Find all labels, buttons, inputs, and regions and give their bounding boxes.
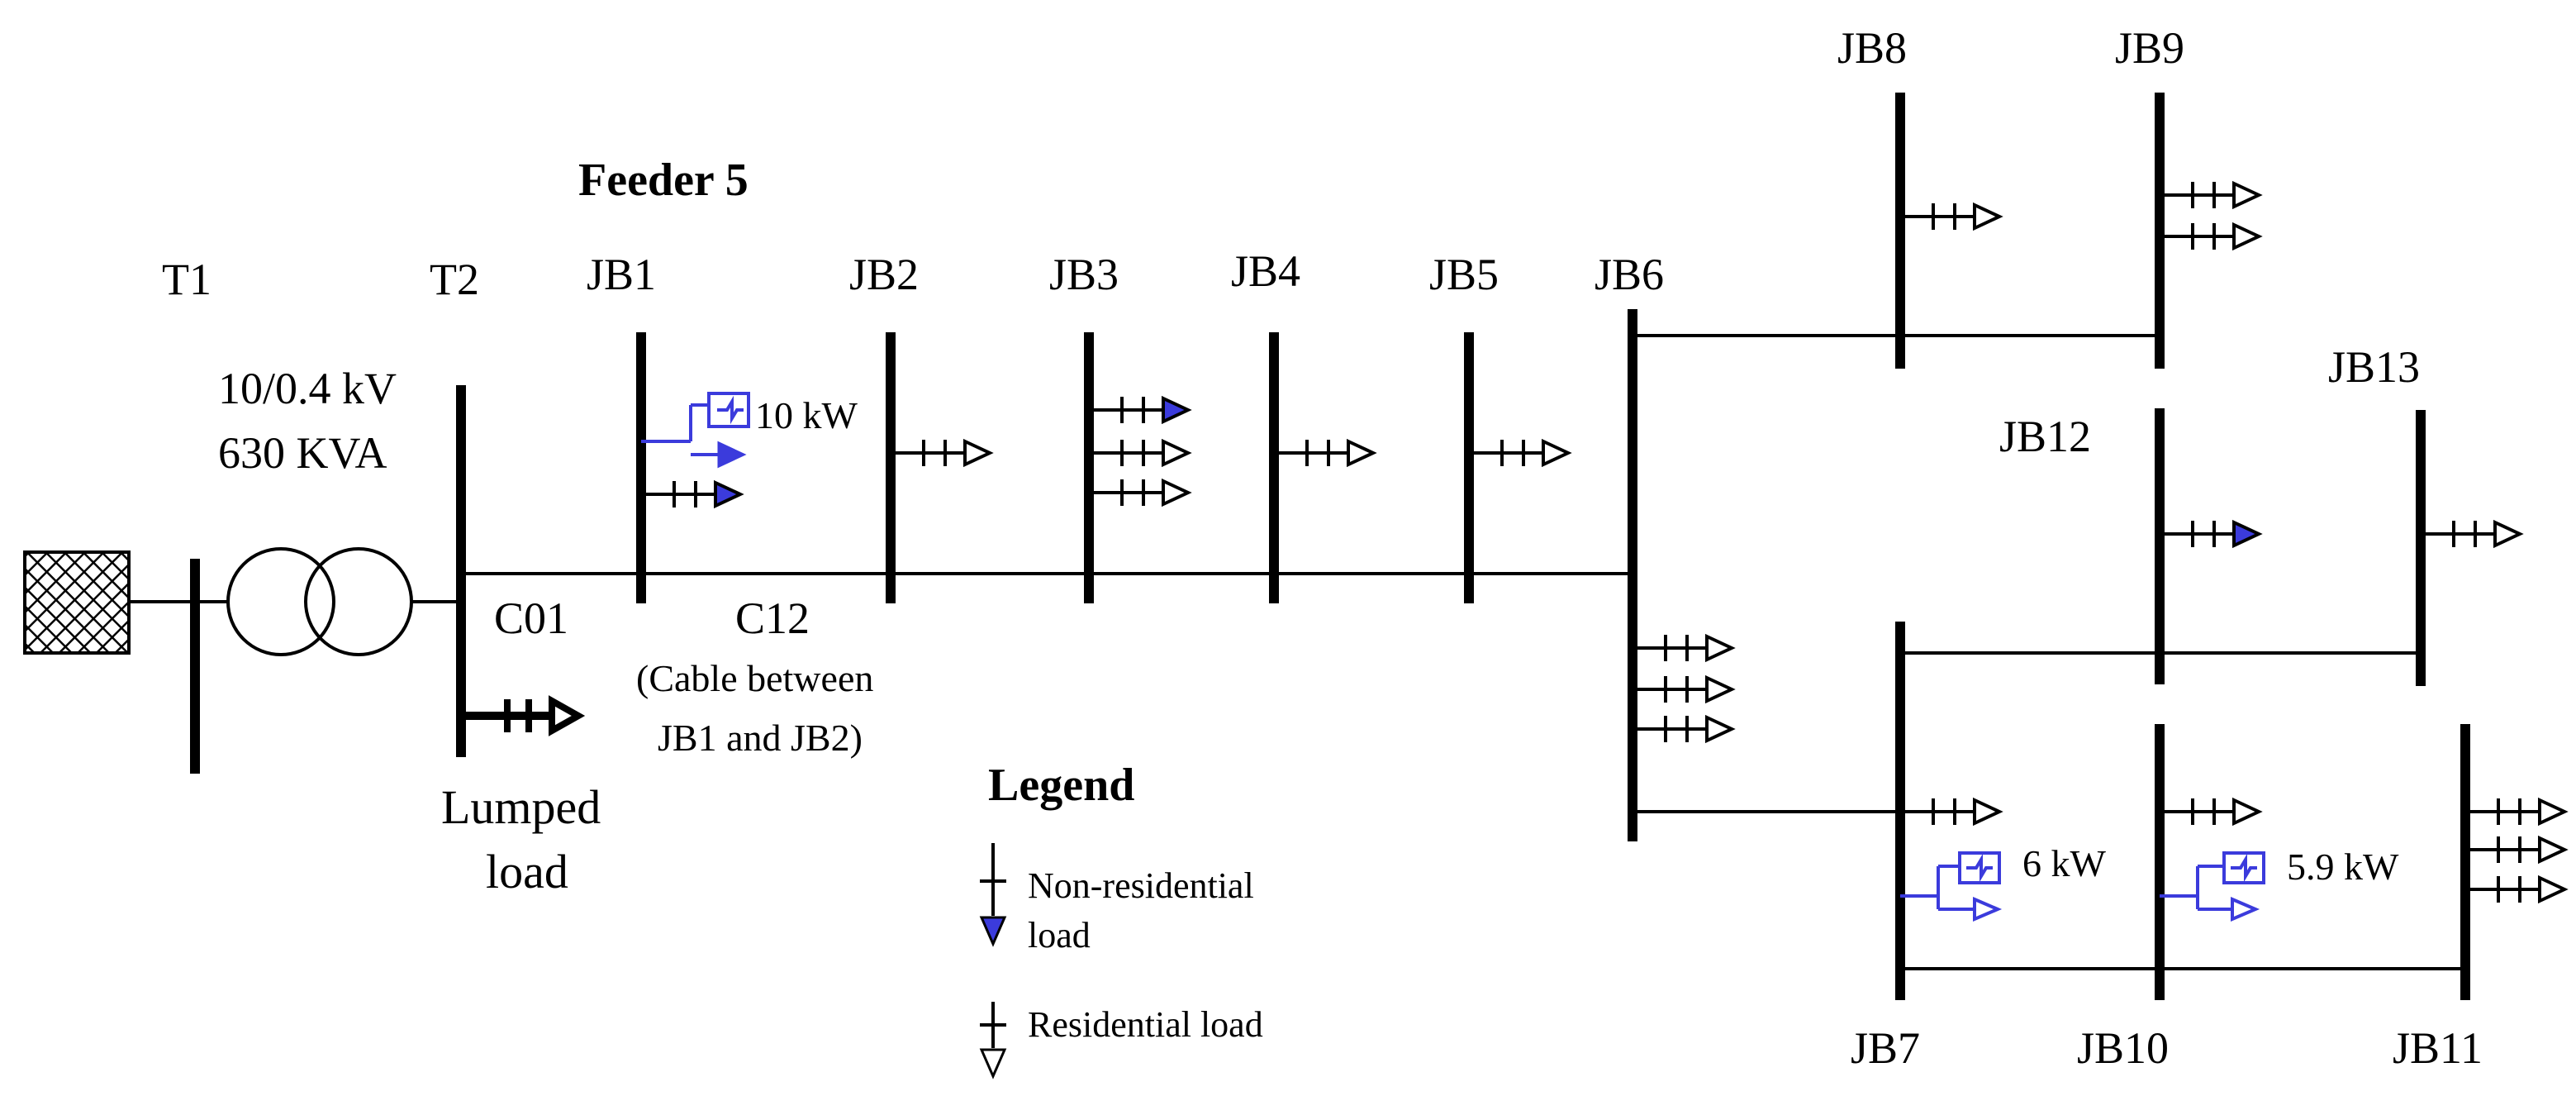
legend-nonres-icon [979, 843, 1007, 947]
load-jb7-icon [1900, 797, 2003, 827]
label-t2: T2 [430, 255, 479, 304]
load-jb11-c-icon [2465, 874, 2569, 904]
legend-res: Residential load [1028, 1004, 1263, 1045]
load-jb11-b-icon [2465, 835, 2569, 865]
transformer-rating-1: 10/0.4 kV [218, 364, 397, 413]
legend-res-icon [979, 1002, 1007, 1079]
grid-source-icon [23, 550, 131, 655]
label-jb7: JB7 [1851, 1023, 1920, 1073]
label-c01: C01 [494, 593, 568, 643]
load-jb3-a-icon [1089, 438, 1192, 468]
load-jb8-icon [1900, 202, 2003, 231]
label-jb5: JB5 [1429, 250, 1499, 299]
load-jb4-icon [1274, 438, 1377, 468]
legend-nonres-2: load [1028, 915, 1091, 955]
label-jb1: JB1 [587, 250, 656, 299]
pv-label-jb1: 10 kW [755, 394, 858, 436]
label-jb8: JB8 [1837, 23, 1907, 73]
pv-jb10-icon [2160, 851, 2265, 922]
transformer-rating-2: 630 KVA [218, 428, 387, 478]
load-jb9-a-icon [2160, 180, 2263, 210]
legend-title: Legend [988, 760, 1134, 811]
load-jb9-b-icon [2160, 222, 2263, 251]
label-jb4: JB4 [1231, 246, 1300, 296]
label-jb3: JB3 [1049, 250, 1119, 299]
legend-nonres-1: Non-residential [1028, 865, 1254, 906]
loads-group [641, 180, 2569, 904]
load-jb13-icon [2421, 519, 2524, 549]
pv-label-jb10: 5.9 kW [2287, 846, 2399, 888]
load-jb11-a-icon [2465, 797, 2569, 827]
feeder-title: Feeder 5 [578, 155, 749, 206]
pv-jb7-icon [1900, 851, 2003, 922]
transformer-icon [226, 547, 413, 656]
label-jb2: JB2 [849, 250, 919, 299]
label-t1: T1 [162, 255, 211, 304]
load-jb6-c-icon [1633, 714, 1736, 744]
load-jb1-nonres-icon [641, 479, 744, 509]
lumped-load-icon [461, 695, 586, 736]
load-jb6-b-icon [1633, 674, 1736, 704]
load-jb12-nonres-icon [2160, 519, 2263, 549]
label-jb9: JB9 [2115, 23, 2184, 73]
load-jb3-nonres-icon [1089, 395, 1192, 425]
label-jb6: JB6 [1595, 250, 1664, 299]
pv-label-jb7: 6 kW [2022, 842, 2107, 884]
label-jb11: JB11 [2393, 1023, 2483, 1073]
load-jb5-icon [1469, 438, 1572, 468]
load-jb6-a-icon [1633, 633, 1736, 663]
load-jb3-b-icon [1089, 478, 1192, 507]
pv-jb1-icon [641, 392, 750, 469]
label-c12: C12 [735, 593, 810, 643]
c12-note-2: JB1 and JB2) [658, 717, 863, 759]
label-jb12: JB12 [1999, 412, 2091, 461]
load-jb2-icon [891, 438, 994, 468]
lumped-load-label-1: Lumped [441, 780, 601, 834]
lumped-load-label-2: load [486, 845, 568, 898]
label-jb10: JB10 [2077, 1023, 2169, 1073]
c12-note-1: (Cable between [636, 657, 873, 699]
load-jb10-icon [2160, 797, 2263, 827]
label-jb13: JB13 [2328, 342, 2420, 392]
